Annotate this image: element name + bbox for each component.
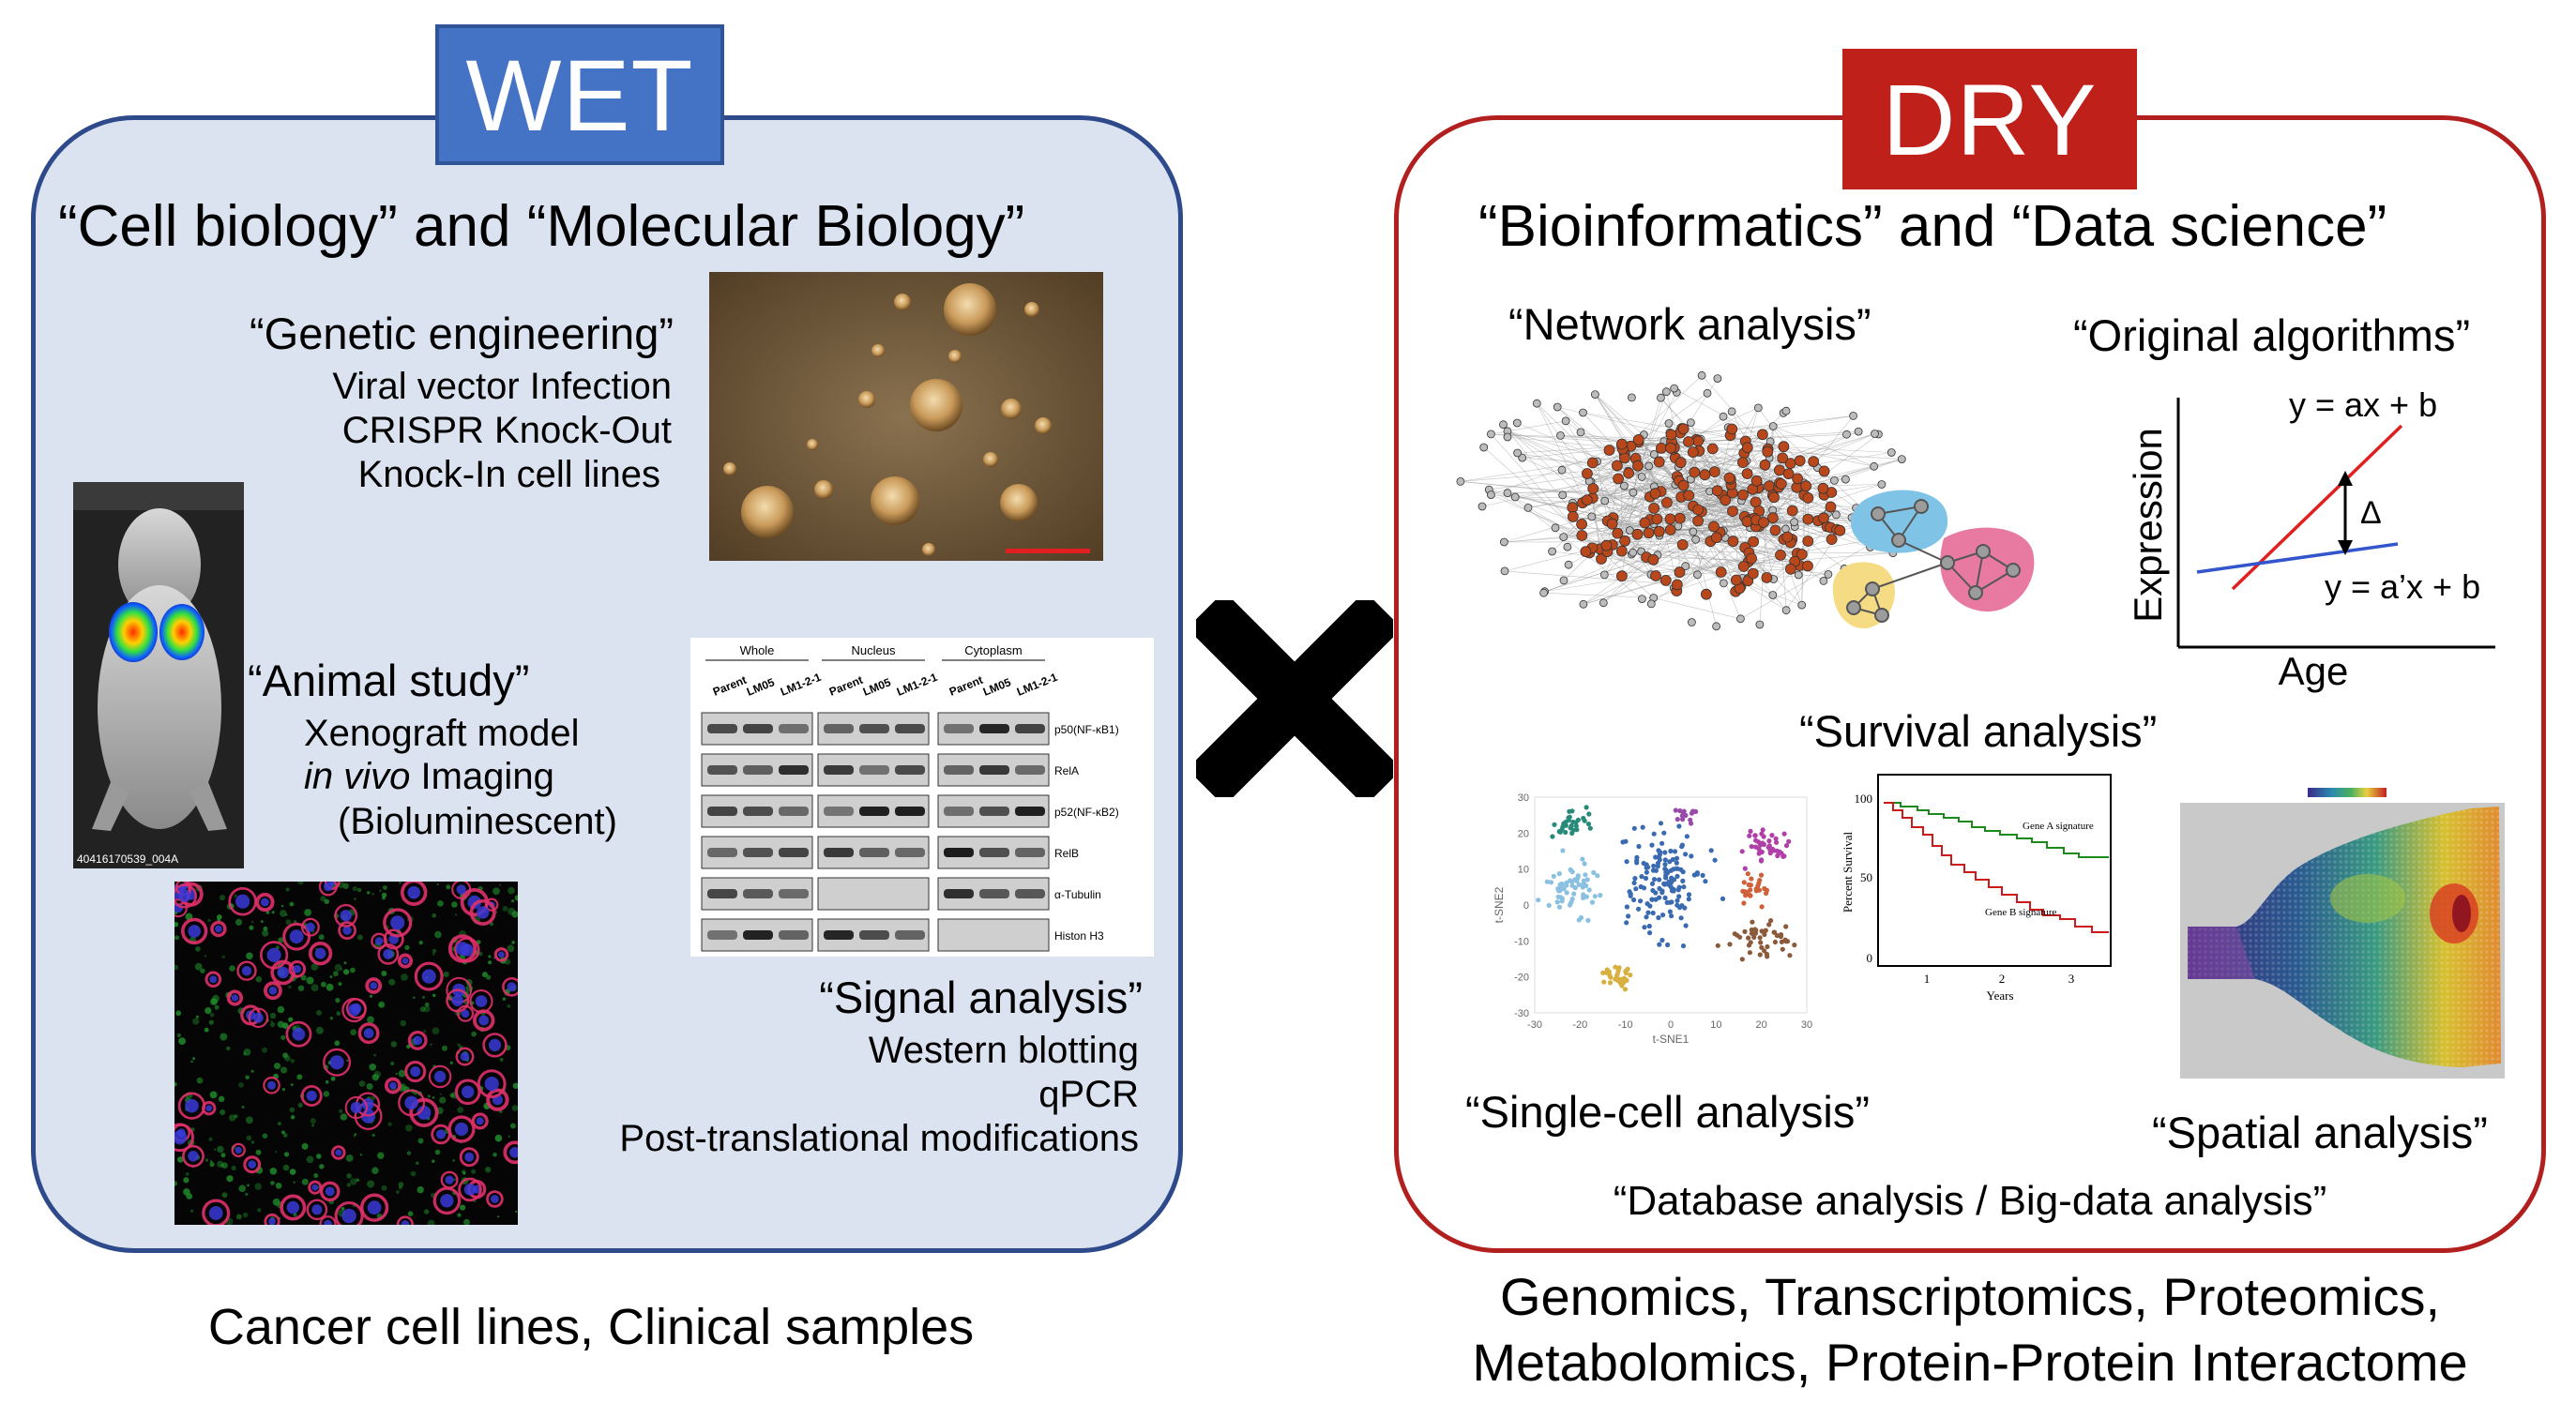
blot-lane-label: LM05 [861, 675, 893, 699]
network-graph [1422, 360, 1947, 717]
tsne-tick-y: -20 [1514, 973, 1529, 984]
wet-title: “Cell biology” and “Molecular Biology” [58, 194, 1025, 259]
blot-row-label: α-Tubulin [1054, 888, 1101, 901]
mouse-imaging-image: 40416170539_004A [73, 482, 244, 868]
survival-series-b: Gene B signature [1985, 907, 2056, 918]
algorithm-xlabel: Age [2279, 649, 2349, 693]
tsne-tick-x: -30 [1527, 1019, 1542, 1031]
immunofluorescence-image [174, 882, 518, 1225]
blot-lane-label: LM05 [981, 675, 1013, 699]
survival-xlabel: Years [1986, 988, 2013, 1003]
survival-ylabel: Percent Survival [1841, 831, 1855, 913]
tsne-tick-y: 20 [1518, 828, 1529, 839]
algorithm-delta: Δ [2360, 495, 2382, 531]
blot-lane-label: LM1-2-1 [1015, 671, 1060, 699]
cluster-diagram [1826, 482, 2041, 636]
blot-lane-label: Parent [711, 673, 749, 699]
genetic-item: CRISPR Knock-Out [341, 410, 672, 451]
signal-item: Post-translational modifications [619, 1118, 1139, 1159]
tsne-tick-y: 10 [1518, 865, 1529, 876]
algorithm-plot: Expression Age Δ y = ax + b y = a’x + b [2120, 385, 2514, 694]
survival-tick-x: 1 [1924, 972, 1931, 986]
tsne-plot: -30 -20 -10 0 10 20 30 30 20 10 0 -10 -20 -30 t-SNE1 t-… [1488, 788, 1816, 1069]
blot-row-label: p52(NF-κB2) [1054, 806, 1119, 819]
tsne-tick-y: -10 [1514, 936, 1529, 947]
dry-badge: DRY [1842, 49, 2137, 189]
survival-tick-y: 100 [1855, 792, 1873, 806]
blot-row-label: RelB [1054, 847, 1079, 860]
mouse-image-caption: 40416170539_004A [77, 852, 178, 866]
blot-lane-label: LM05 [745, 675, 777, 699]
signal-item: qPCR [1038, 1074, 1139, 1115]
blot-row-label: RelA [1054, 764, 1079, 777]
blot-group-label: Whole [740, 643, 775, 657]
genetic-heading: “Genetic engineering” [250, 309, 674, 358]
dry-footer-line1: Genomics, Transcriptomics, Proteomics, [1499, 1267, 2441, 1326]
blot-row-label: Histon H3 [1054, 929, 1104, 943]
signal-item: Western blotting [868, 1030, 1139, 1071]
genetic-item: Knock-In cell lines [357, 454, 660, 495]
blot-group-label: Cytoplasm [964, 643, 1022, 657]
tsne-tick-y: 0 [1523, 900, 1529, 912]
blot-lane-label: Parent [827, 673, 865, 699]
tsne-tick-x: 10 [1710, 1019, 1721, 1031]
tsne-tick-y: 30 [1518, 792, 1529, 804]
survival-series-a: Gene A signature [2023, 821, 2094, 832]
tsne-tick-x: 0 [1668, 1019, 1674, 1031]
algorithm-ylabel: Expression [2126, 428, 2170, 623]
spheroid-image [709, 272, 1103, 561]
signal-heading: “Signal analysis” [819, 973, 1143, 1022]
blot-lane-label: LM1-2-1 [895, 671, 940, 699]
animal-item: (Bioluminescent) [338, 801, 617, 842]
tsne-ylabel: t-SNE2 [1493, 886, 1506, 923]
blot-lane-label: LM1-2-1 [779, 671, 824, 699]
wet-badge: WET [435, 24, 724, 165]
network-heading: “Network analysis” [1508, 299, 1871, 349]
animal-heading: “Animal study” [248, 656, 530, 705]
spatial-plot [2180, 786, 2505, 1079]
tsne-tick-x: -10 [1618, 1019, 1633, 1031]
dry-footer-line2: Metabolomics, Protein-Protein Interactom… [1472, 1333, 2468, 1392]
survival-tick-y: 0 [1867, 951, 1873, 965]
database-heading: “Database analysis / Big-data analysis” [1613, 1178, 2327, 1224]
spatial-heading: “Spatial analysis” [2152, 1108, 2488, 1157]
genetic-item: Viral vector Infection [332, 366, 672, 407]
survival-tick-x: 2 [1999, 972, 2006, 986]
multiplication-x-icon [1187, 591, 1402, 807]
wet-footer: Cancer cell lines, Clinical samples [207, 1299, 975, 1355]
tsne-xlabel: t-SNE1 [1653, 1033, 1690, 1046]
singlecell-heading: “Single-cell analysis” [1465, 1087, 1870, 1137]
survival-tick-y: 50 [1860, 870, 1872, 884]
blot-lane-label: Parent [947, 673, 985, 699]
blot-group-label: Nucleus [852, 643, 896, 657]
algorithms-heading: “Original algorithms” [2073, 310, 2471, 360]
animal-item: in vivo Imaging [304, 756, 554, 797]
survival-tick-x: 3 [2068, 972, 2075, 986]
animal-item: Xenograft model [304, 713, 580, 754]
algorithm-eq2: y = a’x + b [2325, 567, 2480, 606]
tsne-tick-x: 20 [1756, 1019, 1767, 1031]
tsne-tick-y: -30 [1514, 1008, 1529, 1019]
survival-heading: “Survival analysis” [1799, 706, 2158, 756]
survival-plot: Percent Survival 100 50 0 1 2 3 Years Ge… [1839, 769, 2120, 1003]
tsne-tick-x: 30 [1801, 1019, 1812, 1031]
dry-title: “Bioinformatics” and “Data science” [1478, 194, 2387, 259]
blot-row-label: p50(NF-κB1) [1054, 723, 1119, 736]
algorithm-eq1: y = ax + b [2289, 385, 2437, 424]
tsne-tick-x: -20 [1572, 1019, 1587, 1031]
